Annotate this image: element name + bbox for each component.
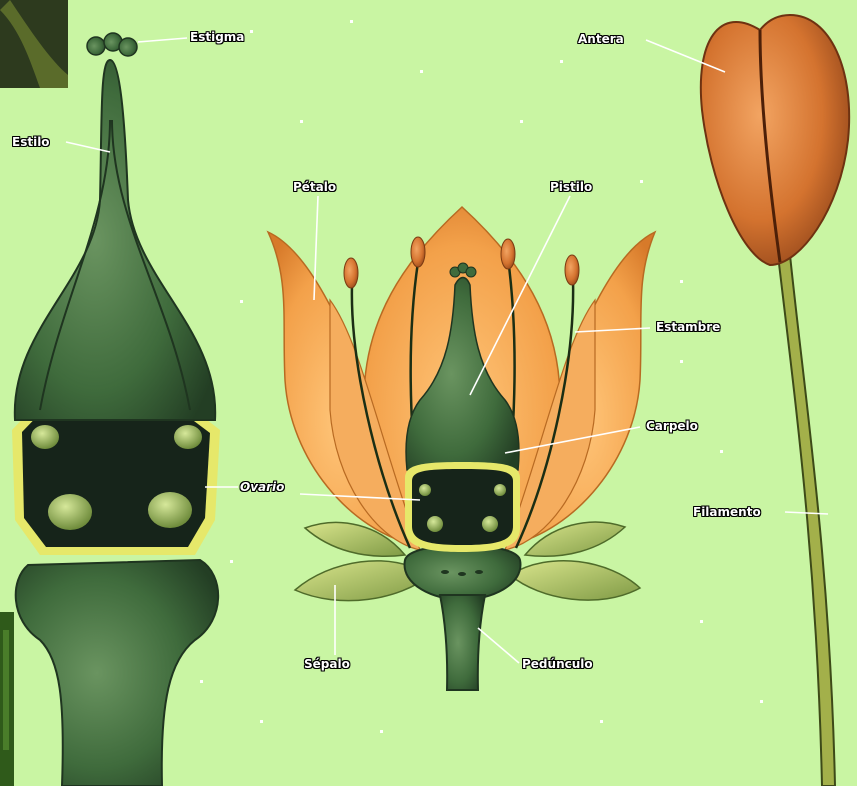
label-estigma: Estigma [190, 30, 244, 44]
label-ovario: Ovario [240, 480, 284, 494]
flower-cross-section [268, 207, 655, 690]
label-filamento: Filamento [693, 505, 761, 519]
label-carpelo: Carpelo [646, 419, 698, 433]
label-sepalo: Sépalo [304, 657, 350, 671]
label-petalo: Pétalo [293, 180, 336, 194]
label-pistilo: Pistilo [550, 180, 592, 194]
photo-thumbnail-bottom-left [0, 612, 14, 786]
label-antera: Antera [578, 32, 624, 46]
label-estambre: Estambre [656, 320, 720, 334]
stamen-large [701, 15, 849, 786]
label-estilo: Estilo [12, 135, 50, 149]
photo-thumbnail-top-left [0, 0, 68, 88]
label-pedunculo: Pedúnculo [522, 657, 593, 671]
